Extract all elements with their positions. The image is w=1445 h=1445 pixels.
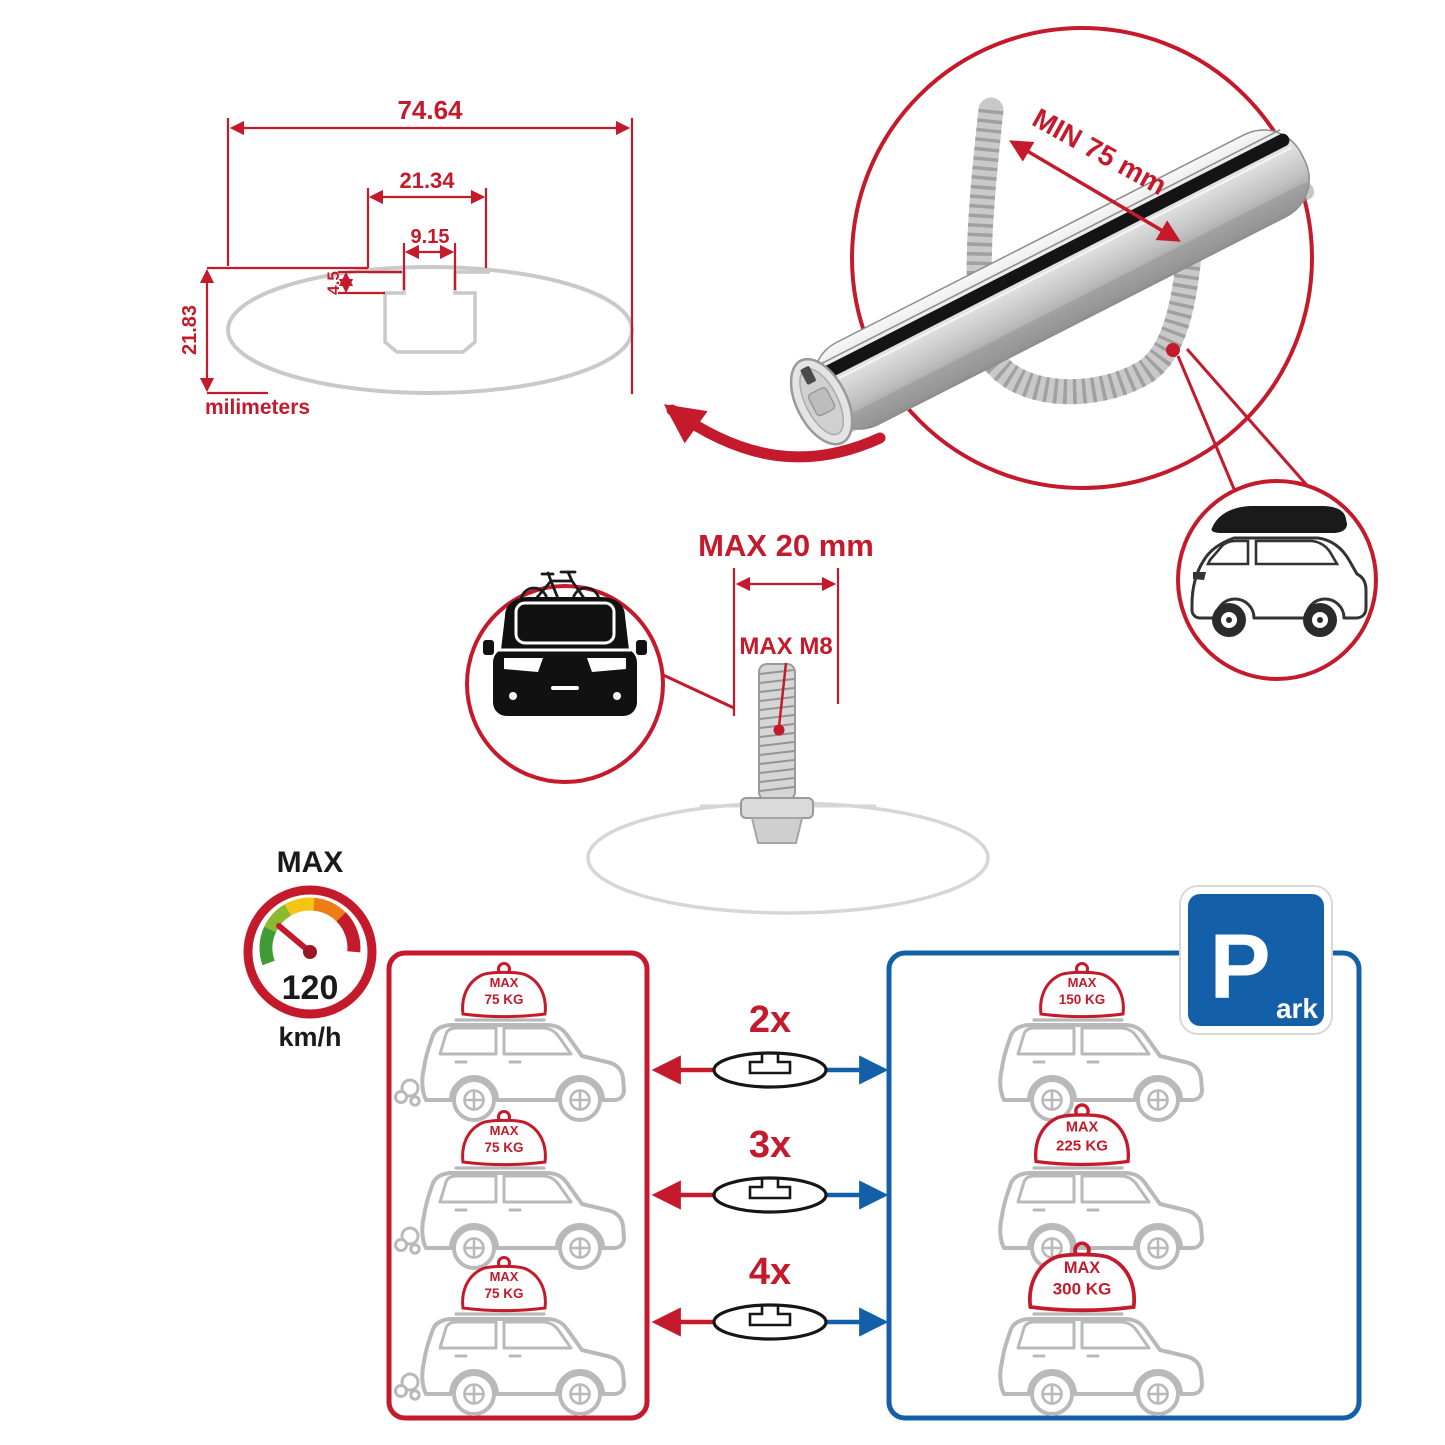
max-thread-label: MAX M8 xyxy=(739,633,832,660)
arrow-row-1: 2x xyxy=(651,999,889,1089)
crossbar-profile-icon xyxy=(712,1051,828,1089)
profile-cross-section-ellipse xyxy=(226,265,634,395)
park-sign-letter: P xyxy=(1209,916,1270,1018)
dim-overall-width-label: 74.64 xyxy=(397,95,463,125)
suv-wheels xyxy=(1212,603,1337,637)
driving-panel: MAX 75 KG MAX 75 KG MAX 75 KG xyxy=(386,950,650,1421)
roof-load-1: MAX 75 KG xyxy=(461,962,547,1019)
speed-limit: MAX 120 km/h xyxy=(243,846,377,1052)
crossbar-callout: MIN 75 mm xyxy=(663,26,1378,681)
speed-value: 120 xyxy=(282,969,339,1007)
svg-text:75 KG: 75 KG xyxy=(484,1140,523,1155)
parking-car-1: MAX 150 KG xyxy=(1000,962,1202,1121)
parking-car-2: MAX 225 KG xyxy=(1000,1103,1202,1268)
dim-inner-width: 21.34 xyxy=(366,168,488,268)
fitting-bolt xyxy=(740,663,814,844)
bolt-callout: MAX 20 mm MAX M8 xyxy=(465,528,990,915)
car-front-icon xyxy=(483,597,647,716)
parking-car-3: MAX 300 KG xyxy=(1000,1241,1202,1414)
mirror-right xyxy=(636,640,647,655)
crossbar-profile-icon xyxy=(712,1176,828,1214)
svg-text:MAX: MAX xyxy=(490,1123,519,1138)
speed-title: MAX xyxy=(277,846,344,879)
grille xyxy=(551,686,579,690)
svg-text:300 KG: 300 KG xyxy=(1053,1279,1112,1298)
max-width-label: MAX 20 mm xyxy=(698,528,874,563)
park-sign: P ark xyxy=(1179,885,1333,1035)
dim-max-width: MAX 20 mm xyxy=(698,528,874,716)
dim-max-thread: MAX M8 xyxy=(739,633,833,736)
crossbar-profile-icon xyxy=(712,1303,828,1341)
svg-text:225 KG: 225 KG xyxy=(1056,1137,1108,1154)
suv-body xyxy=(1190,536,1368,620)
dim-height-label: 21.83 xyxy=(179,305,201,355)
gauge-pivot xyxy=(303,945,317,959)
svg-text:MAX: MAX xyxy=(490,975,519,990)
svg-text:75 KG: 75 KG xyxy=(484,1286,523,1301)
headlight-left xyxy=(504,658,543,672)
badge-connector-line xyxy=(660,672,735,710)
roof-load-225: MAX 225 KG xyxy=(1033,1103,1131,1167)
driving-car-2: MAX 75 KG xyxy=(394,1110,625,1269)
t-nut xyxy=(750,817,804,844)
roof-load-300: MAX 300 KG xyxy=(1027,1241,1137,1313)
mirror-left xyxy=(483,640,494,655)
roof-box xyxy=(1211,506,1347,533)
park-sign-suffix: ark xyxy=(1276,993,1318,1024)
multiplier-label-1: 2x xyxy=(749,999,791,1041)
dim-overall-width: 74.64 xyxy=(226,95,634,394)
multiplier-label-2: 3x xyxy=(749,1124,791,1166)
svg-text:MAX: MAX xyxy=(490,1269,519,1284)
dim-slot-depth: 4.5 xyxy=(324,270,402,295)
dim-inner-width-label: 21.34 xyxy=(399,168,455,193)
headlight-right xyxy=(587,658,626,672)
windshield xyxy=(514,601,616,645)
svg-text:150 KG: 150 KG xyxy=(1059,992,1106,1007)
roof-load-2: MAX 75 KG xyxy=(461,1110,547,1167)
profile-t-slot xyxy=(368,270,490,354)
dim-height: 21.83 xyxy=(179,266,368,395)
dimension-diagram: 74.64 21.34 9.15 4.5 21.83 milimeters xyxy=(179,95,634,419)
parking-panel: MAX 150 KG MAX 225 KG MAX 300 KG P xyxy=(886,885,1362,1421)
svg-text:75 KG: 75 KG xyxy=(484,992,523,1007)
gauge-arc xyxy=(259,897,361,966)
car-bike-badge xyxy=(465,570,665,784)
units-label: milimeters xyxy=(205,396,310,419)
dim-slot-width-label: 9.15 xyxy=(411,226,450,248)
svg-text:MAX: MAX xyxy=(1066,1119,1099,1135)
headlight xyxy=(1193,572,1206,580)
svg-text:MAX: MAX xyxy=(1064,1259,1100,1277)
bar-count-arrows: 2x 3x 4x xyxy=(651,999,889,1341)
callout-line-left xyxy=(1176,355,1239,497)
pointer-dot xyxy=(773,724,785,736)
driving-car-1: MAX 75 KG xyxy=(394,962,625,1121)
roof-load-150: MAX 150 KG xyxy=(1039,962,1125,1019)
svg-text:MAX: MAX xyxy=(1068,975,1097,990)
multiplier-label-3: 4x xyxy=(749,1251,791,1293)
driving-car-3: MAX 75 KG xyxy=(394,1256,625,1415)
callout-line-right xyxy=(1185,348,1321,500)
roof-load-3: MAX 75 KG xyxy=(461,1256,547,1313)
arrow-row-2: 3x xyxy=(651,1124,889,1214)
bolt-flange xyxy=(740,797,814,819)
suv-roofbox-badge xyxy=(1176,479,1378,681)
dim-slot-depth-label: 4.5 xyxy=(324,271,343,295)
u-bolt xyxy=(966,97,1205,405)
pointer-dot xyxy=(1166,343,1180,357)
arrow-row-3: 4x xyxy=(651,1251,889,1341)
speed-unit: km/h xyxy=(278,1022,341,1052)
zoom-arrow xyxy=(663,404,886,463)
dim-slot-width: 9.15 xyxy=(402,226,457,290)
